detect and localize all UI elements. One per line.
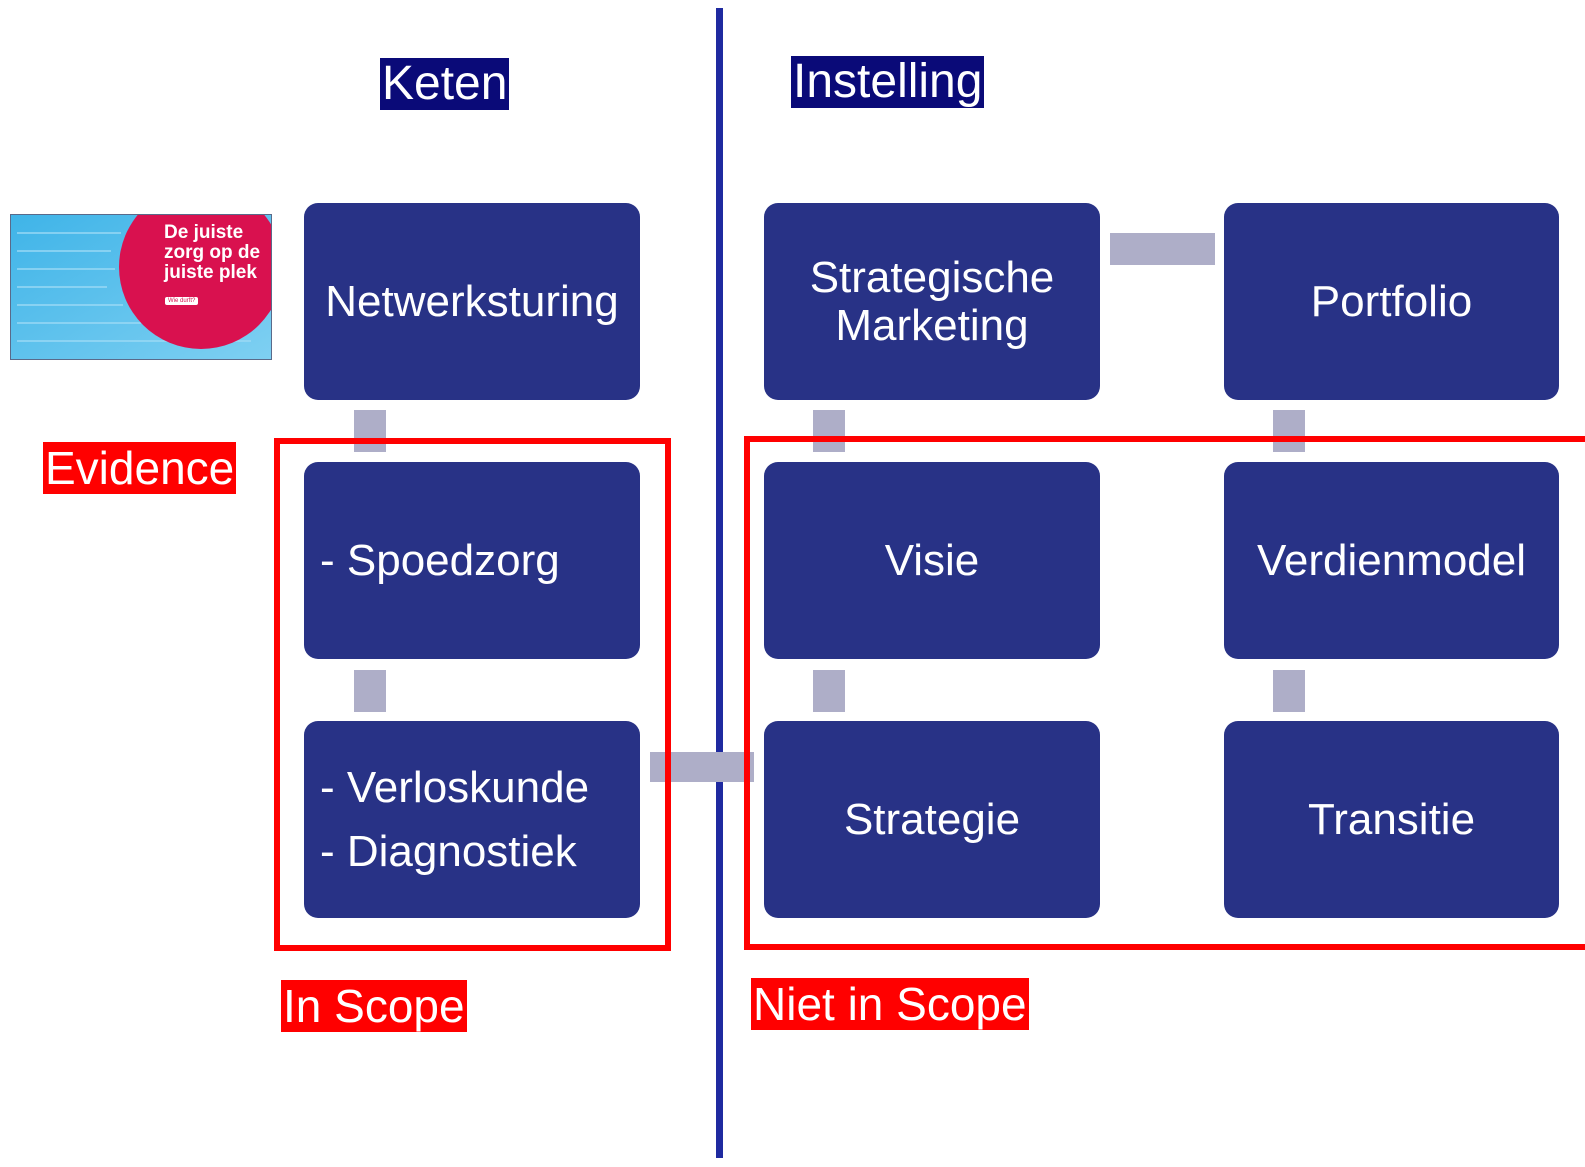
box-spoedzorg: - Spoedzorg [304, 462, 640, 659]
connector-visie-strategie [813, 670, 845, 712]
connector-netwerksturing-spoedzorg [354, 410, 386, 452]
report-cover-image: De juiste zorg op de juiste plek Wie dur… [10, 214, 272, 360]
box-visie-label: Visie [884, 535, 980, 585]
connector-portfolio-verdienmodel [1273, 410, 1305, 452]
box-portfolio: Portfolio [1224, 203, 1559, 400]
in-scope-label: In Scope [281, 980, 467, 1032]
box-verdienmodel-label: Verdienmodel [1256, 535, 1527, 585]
in-scope-frame [274, 438, 671, 951]
connector-verdienmodel-transitie [1273, 670, 1305, 712]
box-strategie: Strategie [764, 721, 1100, 918]
connector-spoedzorg-verloskunde [354, 670, 386, 712]
box-verdienmodel: Verdienmodel [1224, 462, 1559, 659]
box-netwerksturing-label: Netwerksturing [325, 276, 619, 326]
niet-in-scope-label: Niet in Scope [751, 978, 1029, 1030]
box-diagnostiek-label: - Diagnostiek [320, 826, 577, 876]
box-netwerksturing: Netwerksturing [304, 203, 640, 400]
heading-instelling: Instelling [791, 55, 985, 108]
box-verloskunde-diagnostiek: - Verloskunde - Diagnostiek [304, 721, 640, 918]
vertical-divider [716, 8, 723, 1158]
box-transitie-label: Transitie [1307, 794, 1476, 844]
report-button: Wie durft? [165, 297, 199, 305]
report-title-line-1: De juiste [164, 222, 244, 243]
niet-in-scope-frame [744, 436, 1585, 950]
box-portfolio-label: Portfolio [1310, 276, 1473, 326]
heading-keten: Keten [380, 57, 510, 110]
box-transitie: Transitie [1224, 721, 1559, 918]
report-title-line-3: juiste plek [164, 262, 257, 283]
box-strategische-marketing: Strategische Marketing [764, 203, 1100, 400]
box-strategische-label: Strategische [809, 252, 1055, 302]
report-title-line-2: zorg op de [164, 242, 261, 263]
box-verloskunde-label: - Verloskunde [320, 762, 590, 812]
box-visie: Visie [764, 462, 1100, 659]
connector-marketing-portfolio [1110, 233, 1215, 265]
box-spoedzorg-label: - Spoedzorg [320, 535, 560, 585]
box-marketing-label: Marketing [835, 300, 1029, 350]
box-strategie-label: Strategie [843, 794, 1021, 844]
evidence-label: Evidence [43, 442, 237, 494]
connector-marketing-visie [813, 410, 845, 452]
